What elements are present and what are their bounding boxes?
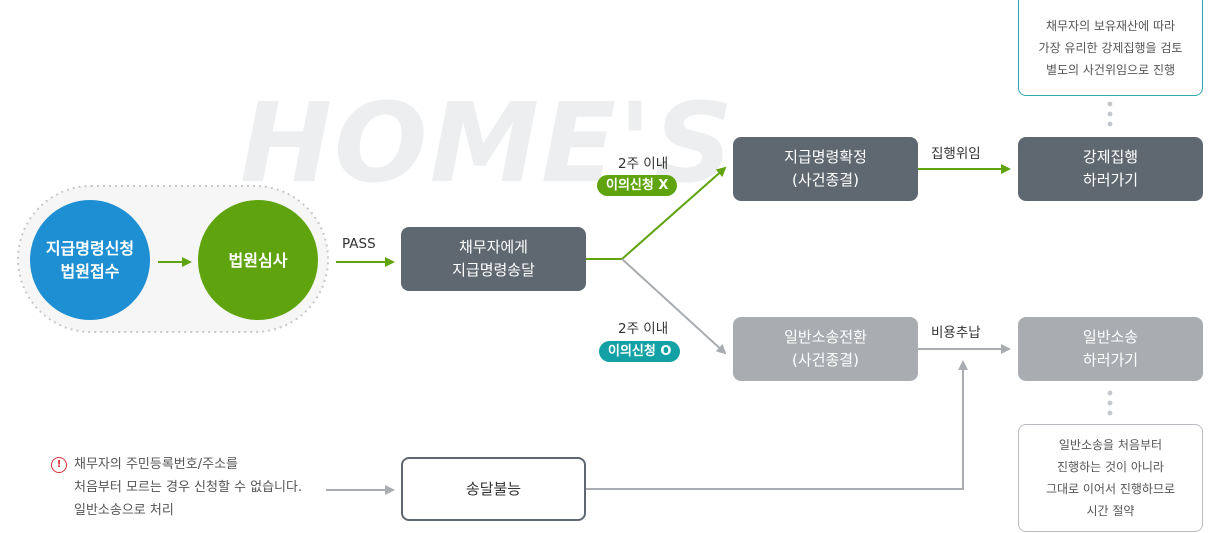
warning-text: 채무자의 주민등록번호/주소를 처음부터 모르는 경우 신청할 수 없습니다. … — [74, 457, 303, 518]
civil-suit-button[interactable]: 일반소송 하러가기 — [1018, 317, 1203, 381]
warning-icon-glyph: ! — [56, 459, 62, 470]
note-dots-bottom — [1107, 390, 1113, 416]
arrow-fork-to-conversion — [621, 258, 727, 355]
enforcement-note: 채무자의 보유재산에 따라 가장 유리한 강제집행을 검토 별도의 사건위임으로… — [1018, 0, 1203, 96]
objection-badge: 이의신청 O — [599, 341, 681, 362]
two-weeks-bottom-label: 2주 이내 — [618, 321, 669, 337]
delegate-enforcement-label: 집행위임 — [931, 146, 981, 162]
pass-label: PASS — [342, 236, 376, 252]
civil-conversion-node: 일반소송전환 (사건종결) — [733, 317, 918, 381]
order-confirmed-node: 지급명령확정 (사건종결) — [733, 137, 918, 201]
warning-icon: ! — [51, 457, 67, 473]
arrow-undeliverable-to-cost — [586, 360, 968, 490]
apply-node: 지급명령신청 법원접수 — [30, 200, 150, 320]
enforce-button[interactable]: 강제집행 하러가기 — [1018, 137, 1203, 201]
two-weeks-top-label: 2주 이내 — [618, 156, 669, 172]
note-dots-top — [1107, 101, 1113, 127]
no-objection-badge: 이의신청 X — [597, 175, 678, 196]
court-review-node: 법원심사 — [198, 200, 318, 320]
undeliverable-node: 송달불능 — [401, 457, 586, 521]
arrow-fork-to-confirmed — [621, 166, 727, 260]
deliver-to-debtor-node: 채무자에게 지급명령송달 — [401, 227, 586, 291]
civil-suit-note: 일반소송을 처음부터 진행하는 것이 아니라 그대로 이어서 진행하므로 시간 … — [1018, 424, 1203, 532]
cost-adjustment-label: 비용추납 — [931, 325, 981, 341]
